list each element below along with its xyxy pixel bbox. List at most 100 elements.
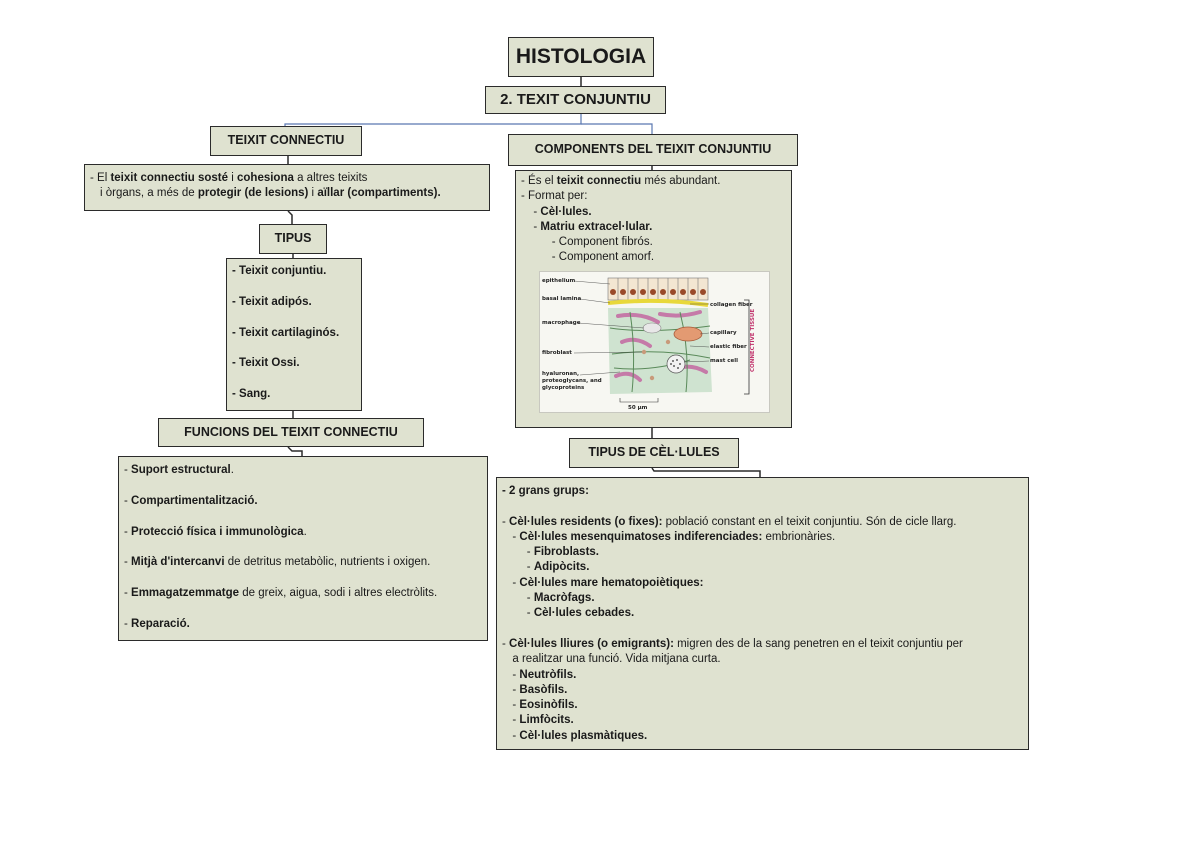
bold-text-run: Cèl·lules cebades.	[533, 607, 635, 620]
description-line-2: i òrgans, a més de protegir (de lesions)…	[90, 186, 484, 201]
text-run: .	[303, 525, 307, 538]
bold-text-run: Cèl·lules plasmàtiques.	[519, 729, 648, 742]
tipus-item: - Teixit cartilaginós.	[232, 326, 340, 339]
cellules-line: - Cèl·lules mesenquimatoses indiferencia…	[502, 530, 1023, 545]
text-run: - Component fibrós.	[539, 236, 653, 249]
tipus-header: TIPUS	[259, 224, 327, 254]
cellules-content: - 2 grans grups: - Cèl·lules residents (…	[496, 477, 1029, 750]
text-run: - Format per:	[521, 190, 588, 203]
funcio-item: - Suport estructural.	[124, 463, 482, 479]
tipus-item: - Sang.	[232, 388, 271, 401]
bold-text-run: Cèl·lules.	[540, 205, 592, 218]
text-run: -	[506, 729, 520, 742]
label-capillary: capillary	[710, 330, 737, 336]
text-run: - El	[90, 172, 111, 184]
cellules-line: - Cèl·lules lliures (o emigrants): migre…	[502, 637, 1023, 652]
connective-tissue-figure: epithelium basal lamina macrophage fibro…	[539, 271, 770, 413]
bold-text-run: Eosinòfils.	[519, 699, 578, 712]
text-run: -	[506, 699, 520, 712]
text-run: -	[506, 714, 520, 727]
cellules-line: - Cèl·lules plasmàtiques.	[502, 729, 1023, 744]
label-hyaluronan-2: proteoglycans, and	[542, 378, 602, 384]
text-run: més abundant.	[641, 175, 721, 187]
bold-text-run: Fibroblasts.	[533, 546, 599, 559]
text-run: -	[124, 556, 132, 569]
cellules-line: - Neutròfils.	[502, 668, 1023, 683]
text-run: -	[506, 668, 520, 681]
cellules-line: a realitzar una funció. Vida mitjana cur…	[502, 652, 1023, 667]
label-macrophage: macrophage	[542, 320, 581, 326]
bold-text-run: Cèl·lules residents (o fixes):	[509, 515, 663, 528]
components-title: COMPONENTS DEL TEIXIT CONJUNTIU	[534, 142, 772, 156]
label-fibroblast: fibroblast	[542, 350, 572, 356]
bold-text-run: Suport estructural	[131, 464, 231, 476]
text-run: -	[514, 546, 534, 559]
text-run: a realitzar una funció. Vida mitjana cur…	[506, 653, 721, 666]
text-run: i òrgans, a més de	[100, 187, 198, 200]
bold-text-run: Protecció física i immunològica	[131, 525, 304, 538]
text-run: - És el	[521, 175, 557, 187]
components-line: - Cèl·lules.	[521, 205, 786, 220]
text-run: -	[506, 530, 520, 543]
teixit-connectiu-description: - El teixit connectiu sosté i cohesiona …	[84, 164, 490, 211]
text-run: .	[230, 464, 234, 476]
text-run: -	[506, 576, 520, 589]
cellules-line: - Basòfils.	[502, 683, 1023, 698]
funcio-item: - Protecció física i immunològica.	[124, 525, 482, 541]
text-run: -	[124, 494, 132, 507]
bold-text-run: Cèl·lules mare hematopoiètiques:	[519, 576, 704, 589]
bold-text-run: teixit connectiu	[556, 175, 642, 187]
text-run: i	[228, 172, 237, 184]
text-run: -	[527, 205, 541, 218]
text-run: a altres teixits	[293, 172, 368, 184]
subtitle-box: 2. TEXIT CONJUNTIU	[485, 86, 666, 114]
description-line-1: - El teixit connectiu sosté i cohesiona …	[90, 171, 484, 186]
label-hyaluronan-3: glycoproteins	[542, 385, 585, 391]
funcio-item: - Reparació.	[124, 617, 482, 633]
bold-text-run: Basòfils.	[519, 683, 568, 696]
text-run: -	[124, 464, 132, 476]
bold-text-run: Cèl·lules lliures (o emigrants):	[509, 637, 674, 650]
components-line: - Component fibrós.	[521, 235, 786, 250]
components-line: - Component amorf.	[521, 250, 786, 265]
components-line: - Format per:	[521, 189, 786, 204]
bold-text-run: Cèl·lules mesenquimatoses indiferenciade…	[519, 530, 763, 543]
components-line: - Matriu extracel·lular.	[521, 220, 786, 235]
components-line: - És el teixit connectiu més abundant.	[521, 174, 786, 189]
funcio-item: - Emmagatzemmatge de greix, aigua, sodi …	[124, 586, 482, 602]
label-collagen: collagen fiber	[710, 302, 753, 308]
funcio-item: - Mitjà d'intercanvi de detritus metabòl…	[124, 555, 482, 571]
cellules-line: - Cèl·lules cebades.	[502, 606, 1023, 621]
epithelium-layer	[607, 277, 709, 301]
bold-text-run: Emmagatzemmatge	[131, 587, 240, 600]
text-run: -	[124, 617, 132, 630]
tipus-item: - Teixit adipós.	[232, 295, 312, 308]
text-run: -	[514, 607, 534, 620]
cellules-line: - Limfòcits.	[502, 713, 1023, 728]
text-run: -	[506, 683, 520, 696]
funcions-title: FUNCIONS DEL TEIXIT CONNECTIU	[184, 425, 398, 439]
bold-text-run: Adipòcits.	[533, 561, 590, 574]
title-box: HISTOLOGIA	[508, 37, 654, 77]
bold-text-run: Macròfags.	[533, 592, 595, 605]
tipus-list: - Teixit conjuntiu. - Teixit adipós. - T…	[226, 258, 362, 411]
text-run: -	[124, 587, 132, 600]
cellules-line: - Adipòcits.	[502, 560, 1023, 575]
tipus-title: TIPUS	[274, 231, 312, 245]
text-run: -	[514, 592, 534, 605]
cellules-line: - Cèl·lules mare hematopoiètiques:	[502, 576, 1023, 591]
text-run: de greix, aigua, sodi i altres electròli…	[239, 587, 438, 600]
label-basal-lamina: basal lamina	[542, 296, 582, 302]
teixit-connectiu-header: TEIXIT CONNECTIU	[210, 126, 362, 156]
bold-text-run: Mitjà d'intercanvi	[131, 556, 225, 569]
text-run: -	[502, 515, 510, 528]
text-run: embrionàries.	[762, 530, 836, 543]
bold-text-run: aïllar (compartiments).	[317, 187, 441, 200]
page-title: HISTOLOGIA	[515, 45, 647, 68]
text-run: -	[124, 525, 132, 538]
teixit-connectiu-title: TEIXIT CONNECTIU	[227, 133, 345, 147]
label-elastic: elastic fiber	[710, 344, 747, 350]
bold-text-run: Limfòcits.	[519, 714, 574, 727]
cellules-line: - Cèl·lules residents (o fixes): poblaci…	[502, 515, 1023, 530]
